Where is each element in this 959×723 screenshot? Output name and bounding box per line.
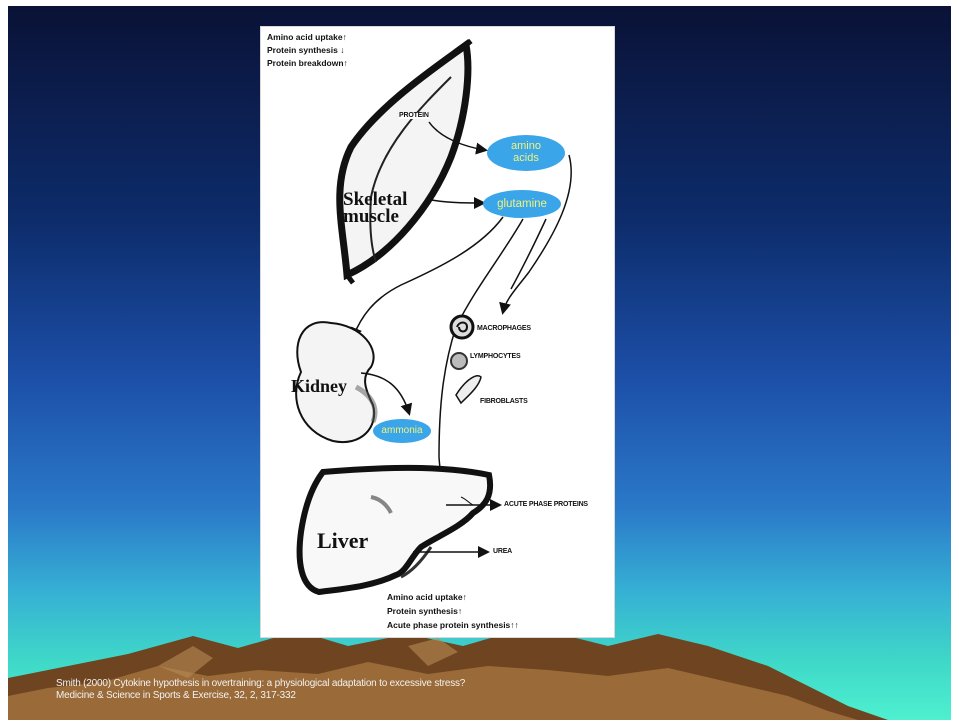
kidney-label: Kidney <box>291 377 347 395</box>
fibroblast-cell <box>456 376 481 403</box>
liver-effect-3: Acute phase protein synthesis↑↑ <box>387 621 519 630</box>
ammonia-oval: ammonia <box>373 419 431 443</box>
arrow-muscle-glutamine <box>426 199 483 203</box>
lymphocyte-cell <box>451 353 467 369</box>
glutamine-oval: glutamine <box>483 190 561 218</box>
amino-acids-label-2: acids <box>511 153 541 165</box>
macrophage-cell <box>451 316 473 338</box>
figure-panel: Amino acid uptake↑ Protein synthesis ↓ P… <box>260 26 615 638</box>
slide: Amino acid uptake↑ Protein synthesis ↓ P… <box>8 6 951 720</box>
fibroblasts-label: FIBROBLASTS <box>480 398 528 405</box>
diagram-drawing <box>261 27 614 637</box>
muscle-effect-3: Protein breakdown↑ <box>267 59 348 68</box>
muscle-effect-1: Amino acid uptake↑ <box>267 33 347 42</box>
muscle-effect-2: Protein synthesis ↓ <box>267 46 344 55</box>
lymphocytes-label: LYMPHOCYTES <box>470 353 520 360</box>
liver-effect-2: Protein synthesis↑ <box>387 607 462 616</box>
acute-phase-label: ACUTE PHASE PROTEINS <box>504 501 588 508</box>
macrophages-label: MACROPHAGES <box>477 325 531 332</box>
amino-acids-oval: amino acids <box>487 135 565 171</box>
protein-label: PROTEIN <box>399 112 429 119</box>
citation: Smith (2000) Cytokine hypothesis in over… <box>56 678 465 702</box>
liver-effect-1: Amino acid uptake↑ <box>387 593 467 602</box>
urea-label: UREA <box>493 548 512 555</box>
muscle-label: muscle <box>343 207 399 226</box>
arrow-amino-cells <box>503 155 571 312</box>
liver-label: Liver <box>317 530 368 552</box>
citation-line-1: Smith (2000) Cytokine hypothesis in over… <box>56 678 465 690</box>
citation-line-2: Medicine & Science in Sports & Exercise,… <box>56 690 465 702</box>
